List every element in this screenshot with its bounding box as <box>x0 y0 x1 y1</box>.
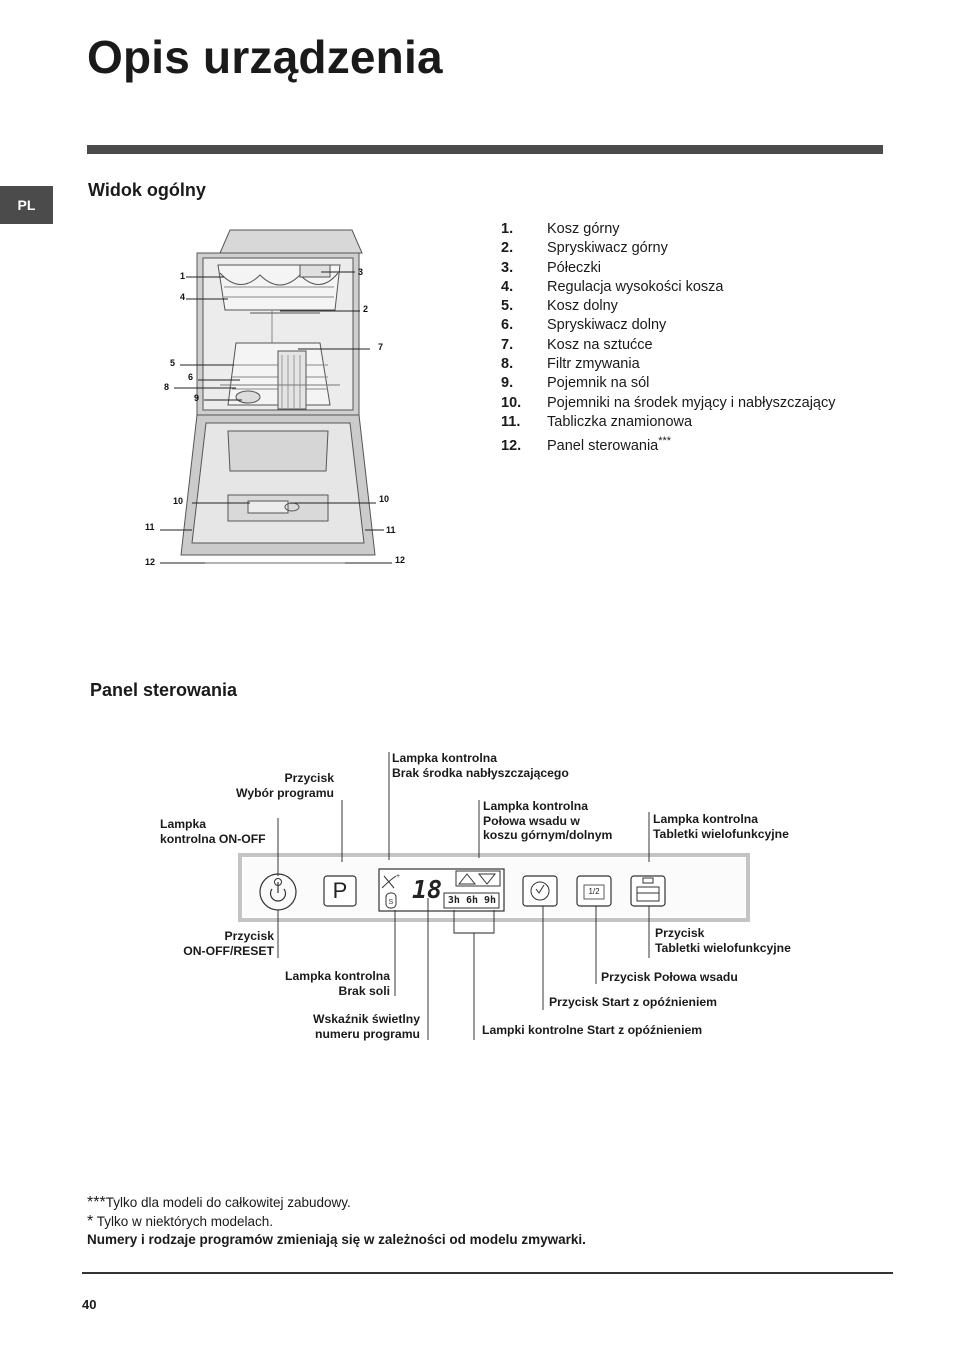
list-item: 7.Kosz na sztućce <box>501 336 653 353</box>
diagram-label-10a: 10 <box>173 496 183 506</box>
diagram-label-5: 5 <box>170 358 175 368</box>
page-title: Opis urządzenia <box>87 31 443 83</box>
callout-on-off-lamp: Lampka kontrolna ON-OFF <box>160 817 266 846</box>
half-load-icon: 1/2 <box>588 887 600 896</box>
callout-rinse-aid-lamp: Lampka kontrolna Brak środka nabłyszczaj… <box>392 751 569 780</box>
diagram-label-12a: 12 <box>145 557 155 567</box>
diagram-label-8: 8 <box>164 382 169 392</box>
diagram-label-12b: 12 <box>395 555 405 565</box>
title-divider <box>87 145 883 154</box>
list-item: 3.Półeczki <box>501 259 601 276</box>
callout-delay-button: Przycisk Start z opóźnieniem <box>549 995 717 1009</box>
half-load-arrows-icon <box>455 870 501 887</box>
diagram-label-11b: 11 <box>386 525 396 535</box>
callout-multi-tabs-lamp: Lampka kontrolna Tabletki wielofunkcyjne <box>653 812 789 841</box>
callout-half-load-button: Przycisk Połowa wsadu <box>601 970 738 984</box>
list-item: 4.Regulacja wysokości kosza <box>501 278 724 295</box>
callout-multi-tabs-button: Przycisk Tabletki wielofunkcyjne <box>655 926 791 955</box>
callout-half-load-lamp: Lampka kontrolna Połowa wsadu w koszu gó… <box>483 799 613 843</box>
salt-lamp-icon: S <box>385 892 397 909</box>
svg-text:+: + <box>396 873 400 880</box>
diagram-label-3: 3 <box>358 267 363 277</box>
footnotes: ***Tylko dla modeli do całkowitej zabudo… <box>87 1194 586 1250</box>
parts-list: 1.Kosz górny 2.Spryskiwacz górny 3.Półec… <box>501 220 836 455</box>
diagram-label-9: 9 <box>194 393 199 403</box>
delay-start-button[interactable] <box>523 876 557 906</box>
dishwasher-diagram: 1 4 3 2 5 6 7 8 9 10 10 11 11 12 12 <box>145 229 405 567</box>
footnote-3: Numery i rodzaje programów zmieniają się… <box>87 1232 586 1247</box>
callout-program-indicator: Wskaźnik świetlny numeru programu <box>312 1012 420 1041</box>
list-item: 6.Spryskiwacz dolny <box>501 317 667 334</box>
list-item: 9.Pojemnik na sól <box>501 375 650 392</box>
diagram-label-7: 7 <box>378 342 383 352</box>
program-number-display: 18 <box>412 875 443 904</box>
diagram-label-6: 6 <box>188 372 193 382</box>
list-item: 5.Kosz dolny <box>501 298 618 315</box>
page-number: 40 <box>82 1297 97 1312</box>
diagram-label-11a: 11 <box>145 522 155 532</box>
multi-tabs-button[interactable] <box>631 876 665 906</box>
list-item: 1.Kosz górny <box>501 221 620 237</box>
language-tab: PL <box>0 186 53 224</box>
list-item: 11.Tabliczka znamionowa <box>501 413 693 430</box>
callout-on-off-button: Przycisk ON-OFF/RESET <box>183 929 274 958</box>
footnote-1: ***Tylko dla modeli do całkowitej zabudo… <box>87 1194 351 1211</box>
callout-delay-lamps: Lampki kontrolne Start z opóźnieniem <box>482 1023 703 1037</box>
overview-heading: Widok ogólny <box>88 180 206 200</box>
diagram-label-2: 2 <box>363 304 368 314</box>
diagram-label-4: 4 <box>180 292 185 302</box>
callout-salt-lamp: Lampka kontrolna Brak soli <box>285 969 390 998</box>
diagram-label-10b: 10 <box>379 494 389 504</box>
list-item: 2.Spryskiwacz górny <box>501 240 668 257</box>
list-item: 8.Filtr zmywania <box>501 356 640 373</box>
list-item: 10.Pojemniki na środek myjący i nabłyszc… <box>501 394 836 411</box>
footnote-2: * Tylko w niektórych modelach. <box>87 1212 274 1230</box>
svg-text:S: S <box>389 899 394 906</box>
control-panel-heading: Panel sterowania <box>90 680 238 700</box>
program-select-button[interactable]: P <box>332 878 348 903</box>
half-load-button[interactable] <box>577 876 611 906</box>
diagram-label-1: 1 <box>180 271 185 281</box>
list-item: 12.Panel sterowania*** <box>501 435 672 455</box>
footer-divider <box>82 1272 893 1274</box>
rinse-aid-lamp-icon: + <box>381 873 400 889</box>
on-off-reset-button[interactable] <box>260 874 296 910</box>
callout-program-button: Przycisk Wybór programu <box>236 771 334 800</box>
delay-start-lamps: 3h 6h 9h <box>447 895 497 906</box>
